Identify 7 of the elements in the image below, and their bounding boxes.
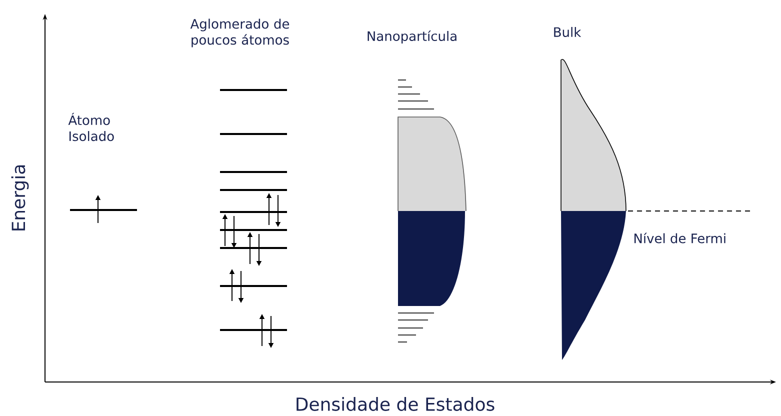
axis-title: Densidade de Estados [296,397,494,411]
axis-title: Energia [11,165,29,230]
fermi-label: Nível de Fermi [634,232,726,244]
column-label: Átomo Isolado [68,112,114,142]
column-label: Nanopartícula [368,30,456,44]
column-label: Bulk [554,26,582,38]
column-label: Aglomerado de poucos átomos [190,18,290,48]
